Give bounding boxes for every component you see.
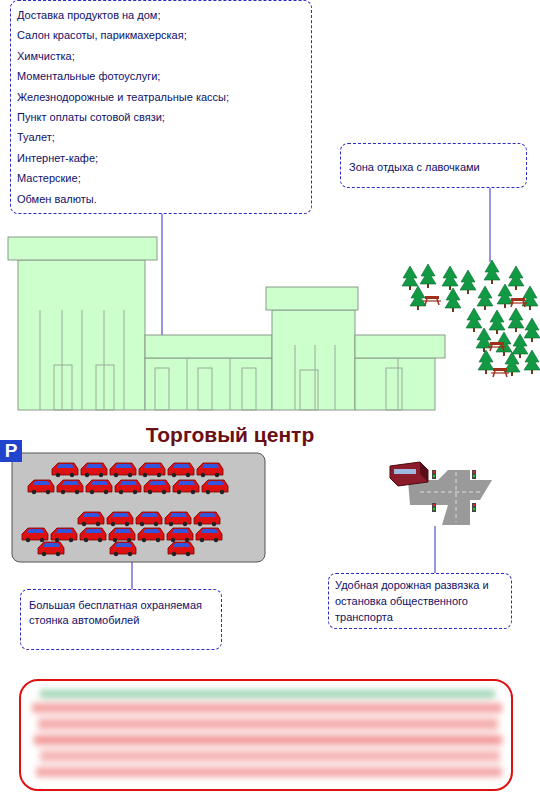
callout-text: Туалет;	[17, 127, 305, 147]
callout-text: Интернет-кафе;	[17, 148, 305, 168]
rest-area-trees	[402, 260, 540, 377]
callout-text: Обмен валюты.	[17, 189, 305, 209]
callout-text: Зона отдыха с лавочками	[349, 160, 518, 174]
callout-text: Моментальные фотоуслуги;	[17, 66, 305, 86]
parking-lot	[12, 453, 265, 562]
bottom-banner	[20, 680, 512, 790]
callout-text: Салон красоты, парикмахерская;	[17, 25, 305, 45]
parking-sign: P	[0, 440, 22, 462]
building	[8, 237, 445, 410]
callout-text: Пункт оплаты сотовой связи;	[17, 107, 305, 127]
rest-area-callout: Зона отдыха с лавочками	[340, 143, 527, 188]
diagram-title: Торговый центр	[110, 423, 350, 447]
callout-text: Химчистка;	[17, 46, 305, 66]
callout-text: Железнодорожные и театральные кассы;	[17, 87, 305, 107]
callout-text: Удобная дорожная развязка и остановка об…	[335, 577, 505, 625]
services-callout: Доставка продуктов на дом;Салон красоты,…	[10, 0, 312, 214]
callout-text: Большая бесплатная охраняемая стоянка ав…	[29, 598, 213, 627]
callout-text: Мастерские;	[17, 168, 305, 188]
parking-callout: Большая бесплатная охраняемая стоянка ав…	[20, 589, 222, 650]
road-junction	[390, 462, 492, 525]
leader-lines	[132, 188, 490, 589]
callout-text: Доставка продуктов на дом;	[17, 5, 305, 25]
transport-callout: Удобная дорожная развязка и остановка об…	[328, 573, 512, 629]
